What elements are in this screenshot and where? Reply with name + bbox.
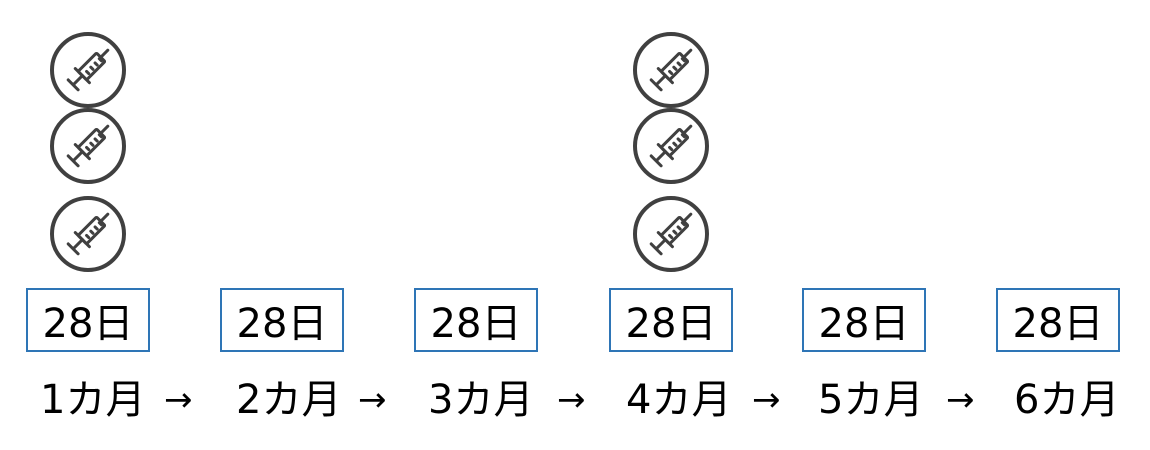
arrow-right-icon: →: [946, 380, 975, 420]
syringe-icon: [631, 194, 711, 274]
month-label: 4カ月: [626, 377, 732, 423]
syringe-icon: [48, 106, 128, 186]
arrow-right-icon: →: [358, 380, 387, 420]
arrow-right-icon: →: [752, 380, 781, 420]
syringe-icon: [631, 30, 711, 110]
arrow-right-icon: →: [557, 380, 586, 420]
day-count-box: 28日: [26, 288, 150, 352]
day-count-box: 28日: [996, 288, 1120, 352]
day-count-box: 28日: [609, 288, 733, 352]
month-label: 6カ月: [1014, 377, 1120, 423]
month-label: 5カ月: [818, 377, 924, 423]
day-count-box: 28日: [802, 288, 926, 352]
syringe-icon: [48, 30, 128, 110]
day-count-box: 28日: [414, 288, 538, 352]
month-label: 1カ月: [40, 377, 146, 423]
month-label: 3カ月: [428, 377, 534, 423]
arrow-right-icon: →: [164, 380, 193, 420]
syringe-icon: [48, 194, 128, 274]
syringe-icon: [631, 106, 711, 186]
month-label: 2カ月: [236, 377, 342, 423]
day-count-box: 28日: [220, 288, 344, 352]
